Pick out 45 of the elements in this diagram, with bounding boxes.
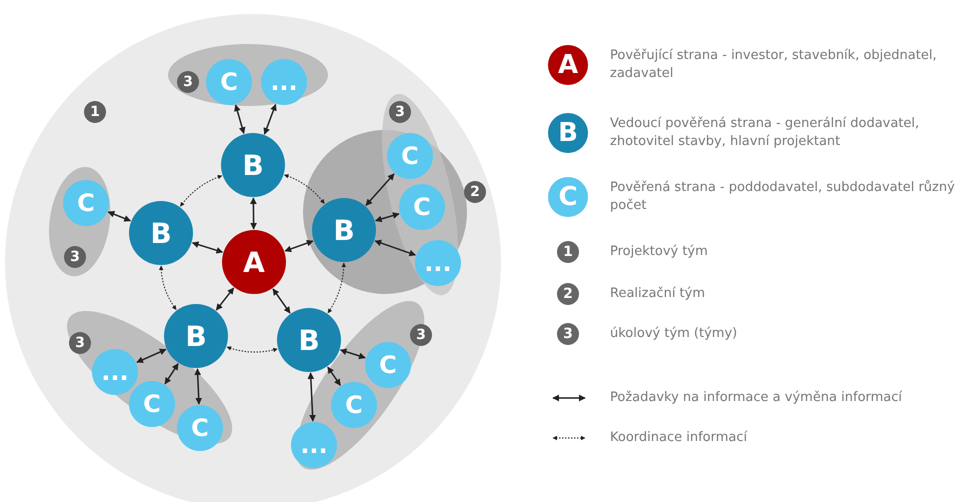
double-arrow bbox=[234, 104, 246, 134]
dotted-arrow bbox=[159, 266, 177, 310]
legend-swatch: 2 bbox=[557, 283, 579, 305]
party-circle: A bbox=[222, 230, 286, 294]
party-circle: B bbox=[164, 304, 228, 368]
dotted-arrow bbox=[327, 262, 346, 314]
party-circle: B bbox=[221, 133, 285, 197]
party-circle: ... bbox=[291, 422, 337, 468]
double-arrow bbox=[250, 197, 257, 230]
double-arrow bbox=[327, 366, 341, 386]
double-arrow bbox=[194, 368, 202, 405]
legend-text: úkolový tým (týmy) bbox=[610, 325, 738, 343]
double-arrow bbox=[216, 287, 234, 311]
double-arrow bbox=[108, 211, 131, 222]
legend-swatch: 3 bbox=[557, 323, 579, 345]
double-arrow bbox=[272, 288, 291, 314]
team-number-badge: 1 bbox=[84, 101, 106, 123]
party-circle: B bbox=[312, 198, 376, 262]
legend-swatch: C bbox=[548, 177, 588, 217]
legend-text: Pověřující strana - investor, stavebník, objednatel, zadavatel bbox=[610, 47, 938, 83]
legend-text: Realizační tým bbox=[610, 285, 706, 303]
double-arrow bbox=[374, 240, 416, 256]
party-circle: B bbox=[129, 201, 193, 265]
dotted-arrow bbox=[284, 174, 325, 204]
legend-text: Požadavky na informace a výměna informací bbox=[610, 389, 904, 407]
legend-text: Projektový tým bbox=[610, 243, 709, 261]
double-arrow bbox=[136, 348, 166, 363]
double-arrow bbox=[164, 363, 179, 384]
legend-text: Koordinace informací bbox=[610, 429, 748, 447]
legend-text: Pověřená strana - poddodavatel, subdodavatel různý počet bbox=[610, 179, 956, 215]
legend-swatch: B bbox=[548, 113, 588, 153]
double-arrow bbox=[340, 348, 366, 360]
double-arrow bbox=[264, 104, 277, 135]
double-arrow bbox=[375, 212, 400, 222]
legend-text: Vedoucí pověřená strana - generální dodavatel, zhotovitel stavby, hlavní projektant bbox=[610, 115, 920, 151]
party-circle: B bbox=[277, 308, 341, 372]
dotted-arrow bbox=[226, 346, 278, 353]
legend-swatch: A bbox=[548, 45, 588, 85]
double-arrow bbox=[192, 241, 224, 254]
legend-swatch: 1 bbox=[557, 241, 579, 263]
dotted-arrow bbox=[180, 175, 222, 207]
team-number-badge: 2 bbox=[464, 181, 486, 203]
double-arrow bbox=[365, 173, 395, 206]
double-arrow bbox=[307, 372, 316, 422]
double-arrow bbox=[284, 240, 314, 252]
